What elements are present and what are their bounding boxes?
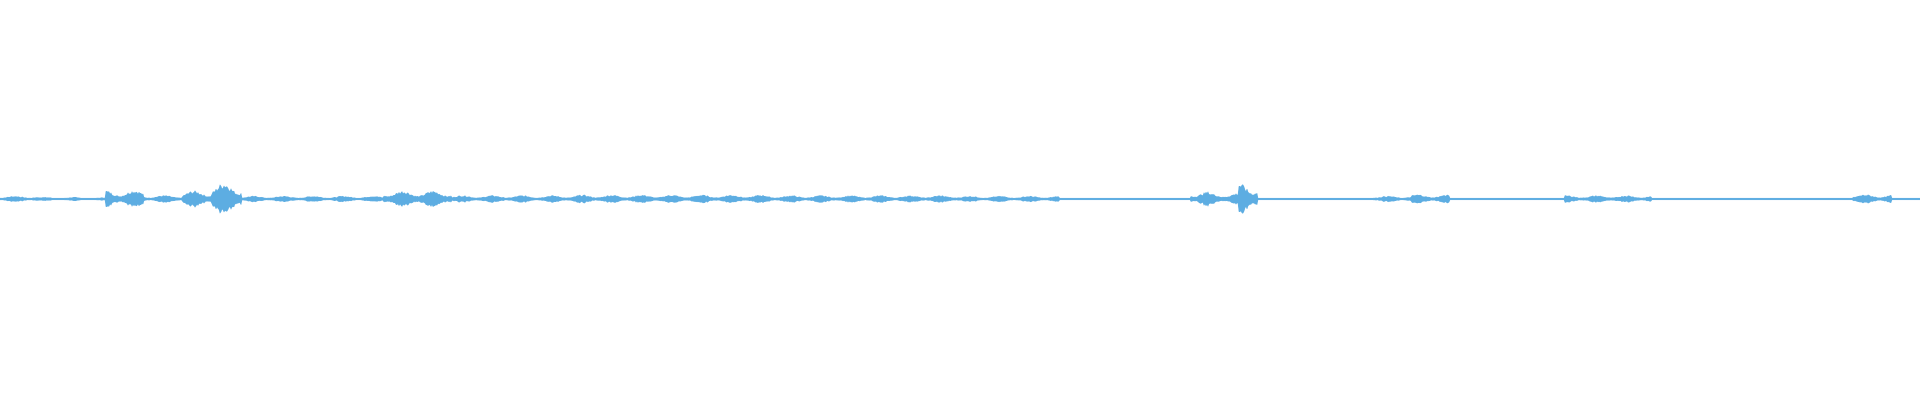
waveform-path bbox=[0, 184, 1920, 214]
